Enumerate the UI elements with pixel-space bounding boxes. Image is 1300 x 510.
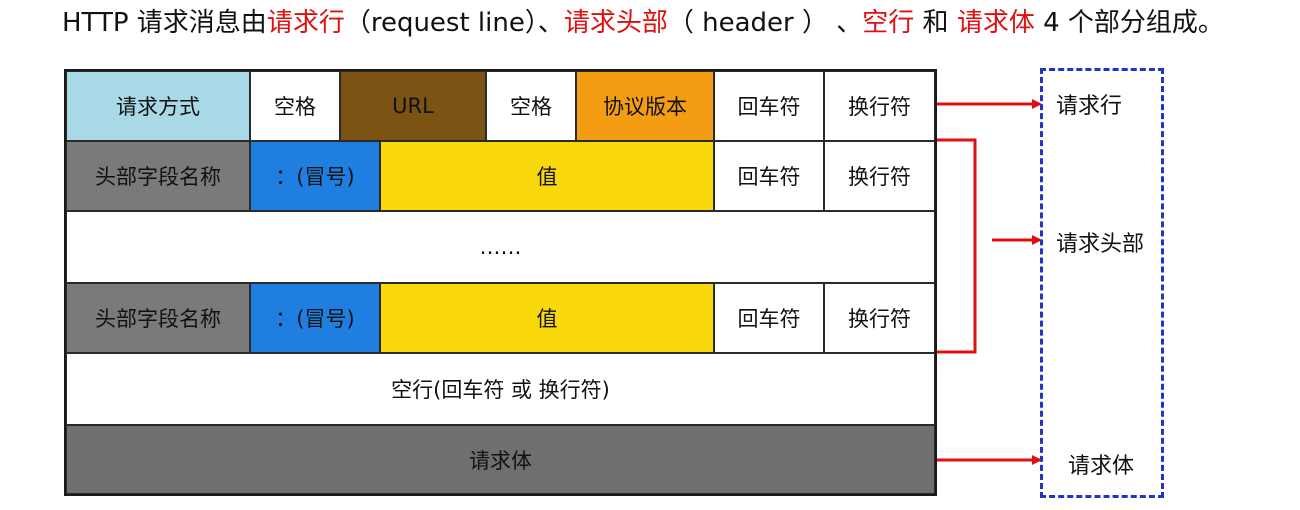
intro-sentence: HTTP 请求消息由请求行（request line）、请求头部（ header…: [62, 4, 1292, 42]
protocol-version-cell: 协议版本: [576, 71, 714, 141]
space-cell-1: 空格: [250, 71, 340, 141]
header-value-cell: 值: [380, 283, 714, 353]
intro-blank-line: 空行: [862, 8, 915, 38]
request-method-cell: 请求方式: [66, 71, 250, 141]
ellipsis-row: ……: [66, 211, 935, 283]
intro-request-line-note: （request line）、: [344, 8, 564, 38]
carriage-return-cell: 回车符: [714, 283, 824, 353]
header-field-name-cell: 头部字段名称: [66, 283, 250, 353]
header-bracket: [937, 138, 977, 354]
colon-cell: ：(冒号): [250, 141, 380, 211]
colon-cell: ：(冒号): [250, 283, 380, 353]
intro-prefix: HTTP 请求消息由: [62, 8, 267, 38]
header-field-name-cell: 头部字段名称: [66, 141, 250, 211]
intro-request-header: 请求头部: [563, 8, 668, 38]
header-value-cell: 值: [380, 141, 714, 211]
carriage-return-cell: 回车符: [714, 141, 824, 211]
intro-request-header-note: （ header ） 、: [667, 8, 863, 38]
side-label-request-body: 请求体: [1068, 454, 1135, 479]
message-parts-frame: [1040, 68, 1164, 498]
intro-joiner: 和: [914, 8, 957, 38]
side-label-request-line: 请求行: [1056, 94, 1123, 119]
line-feed-cell: 换行符: [824, 283, 935, 353]
intro-request-line: 请求行: [266, 8, 345, 38]
carriage-return-cell: 回车符: [714, 71, 824, 141]
request-body-row: 请求体: [66, 425, 935, 494]
line-feed-cell: 换行符: [824, 141, 935, 211]
space-cell-2: 空格: [486, 71, 576, 141]
url-cell: URL: [340, 71, 486, 141]
blank-line-row: 空行(回车符 或 换行符): [66, 353, 935, 425]
http-request-diagram: 请求方式 空格 URL 空格 协议版本 回车符 换行符 头部字段名称 ：(冒号)…: [64, 69, 937, 496]
side-label-request-header: 请求头部: [1056, 232, 1145, 257]
intro-request-body: 请求体: [956, 8, 1035, 38]
intro-suffix: 4 个部分组成。: [1034, 8, 1224, 38]
line-feed-cell: 换行符: [824, 71, 935, 141]
